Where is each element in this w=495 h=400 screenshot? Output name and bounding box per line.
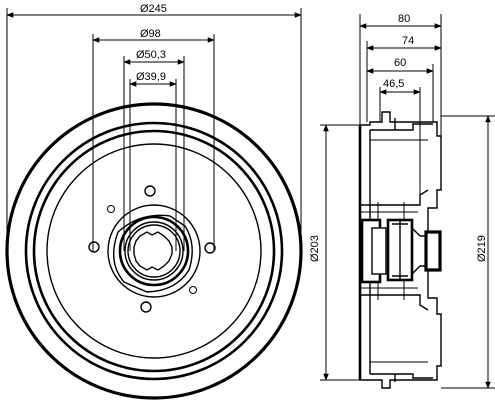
bolt-hole (140, 301, 152, 313)
bearing-inner-2 (127, 224, 181, 278)
braking-surface-top (370, 118, 433, 131)
dim-label-s203: Ø203 (309, 235, 321, 262)
bearing-outer (118, 215, 190, 287)
drum-ring-2 (24, 121, 284, 381)
hub-spindle-detail (411, 227, 426, 275)
front-extension-lines (6, 8, 302, 251)
bearing-inner-1 (124, 221, 184, 281)
bolt-hole (144, 185, 156, 197)
spline-bore (133, 231, 173, 271)
hub-outer-ring (107, 204, 201, 298)
hub-spindle (424, 230, 442, 272)
dim-label-d245: Ø245 (140, 3, 167, 15)
dim-label-s80: 80 (398, 13, 410, 25)
dim-label-s219: Ø219 (476, 235, 488, 262)
bolt-hole (204, 242, 216, 254)
side-extension-lines (320, 14, 495, 389)
drum-profile-outline (359, 111, 442, 389)
dim-label-d98: Ø98 (140, 28, 161, 40)
upper-flange (360, 189, 429, 311)
dim-label-s74: 74 (402, 35, 414, 47)
lower-flange-lines (360, 202, 418, 300)
bolt-hole (88, 241, 100, 253)
dim-label-d39: Ø39,9 (136, 71, 166, 83)
dim-label-s60: 60 (394, 57, 406, 69)
drum-ring-4 (46, 143, 262, 359)
front-dimension-lines (6, 12, 302, 87)
dim-label-d50: Ø50,3 (136, 49, 166, 61)
outer-drum-ring (5, 102, 303, 400)
braking-surface-bottom (370, 373, 433, 382)
front-view: Ø245 Ø98 Ø50,3 Ø39,9 (5, 3, 303, 400)
side-view: 80 74 60 46,5 Ø203 Ø219 (309, 13, 495, 389)
hub-flange (112, 214, 193, 293)
hub-bore-detail (392, 220, 408, 280)
side-dimension-lines (323, 23, 491, 389)
dim-label-s465: 46,5 (383, 78, 404, 90)
drum-ring-3 (32, 129, 276, 373)
hub-section-inner (371, 227, 387, 275)
alignment-hole (107, 205, 115, 213)
alignment-hole (189, 286, 197, 294)
